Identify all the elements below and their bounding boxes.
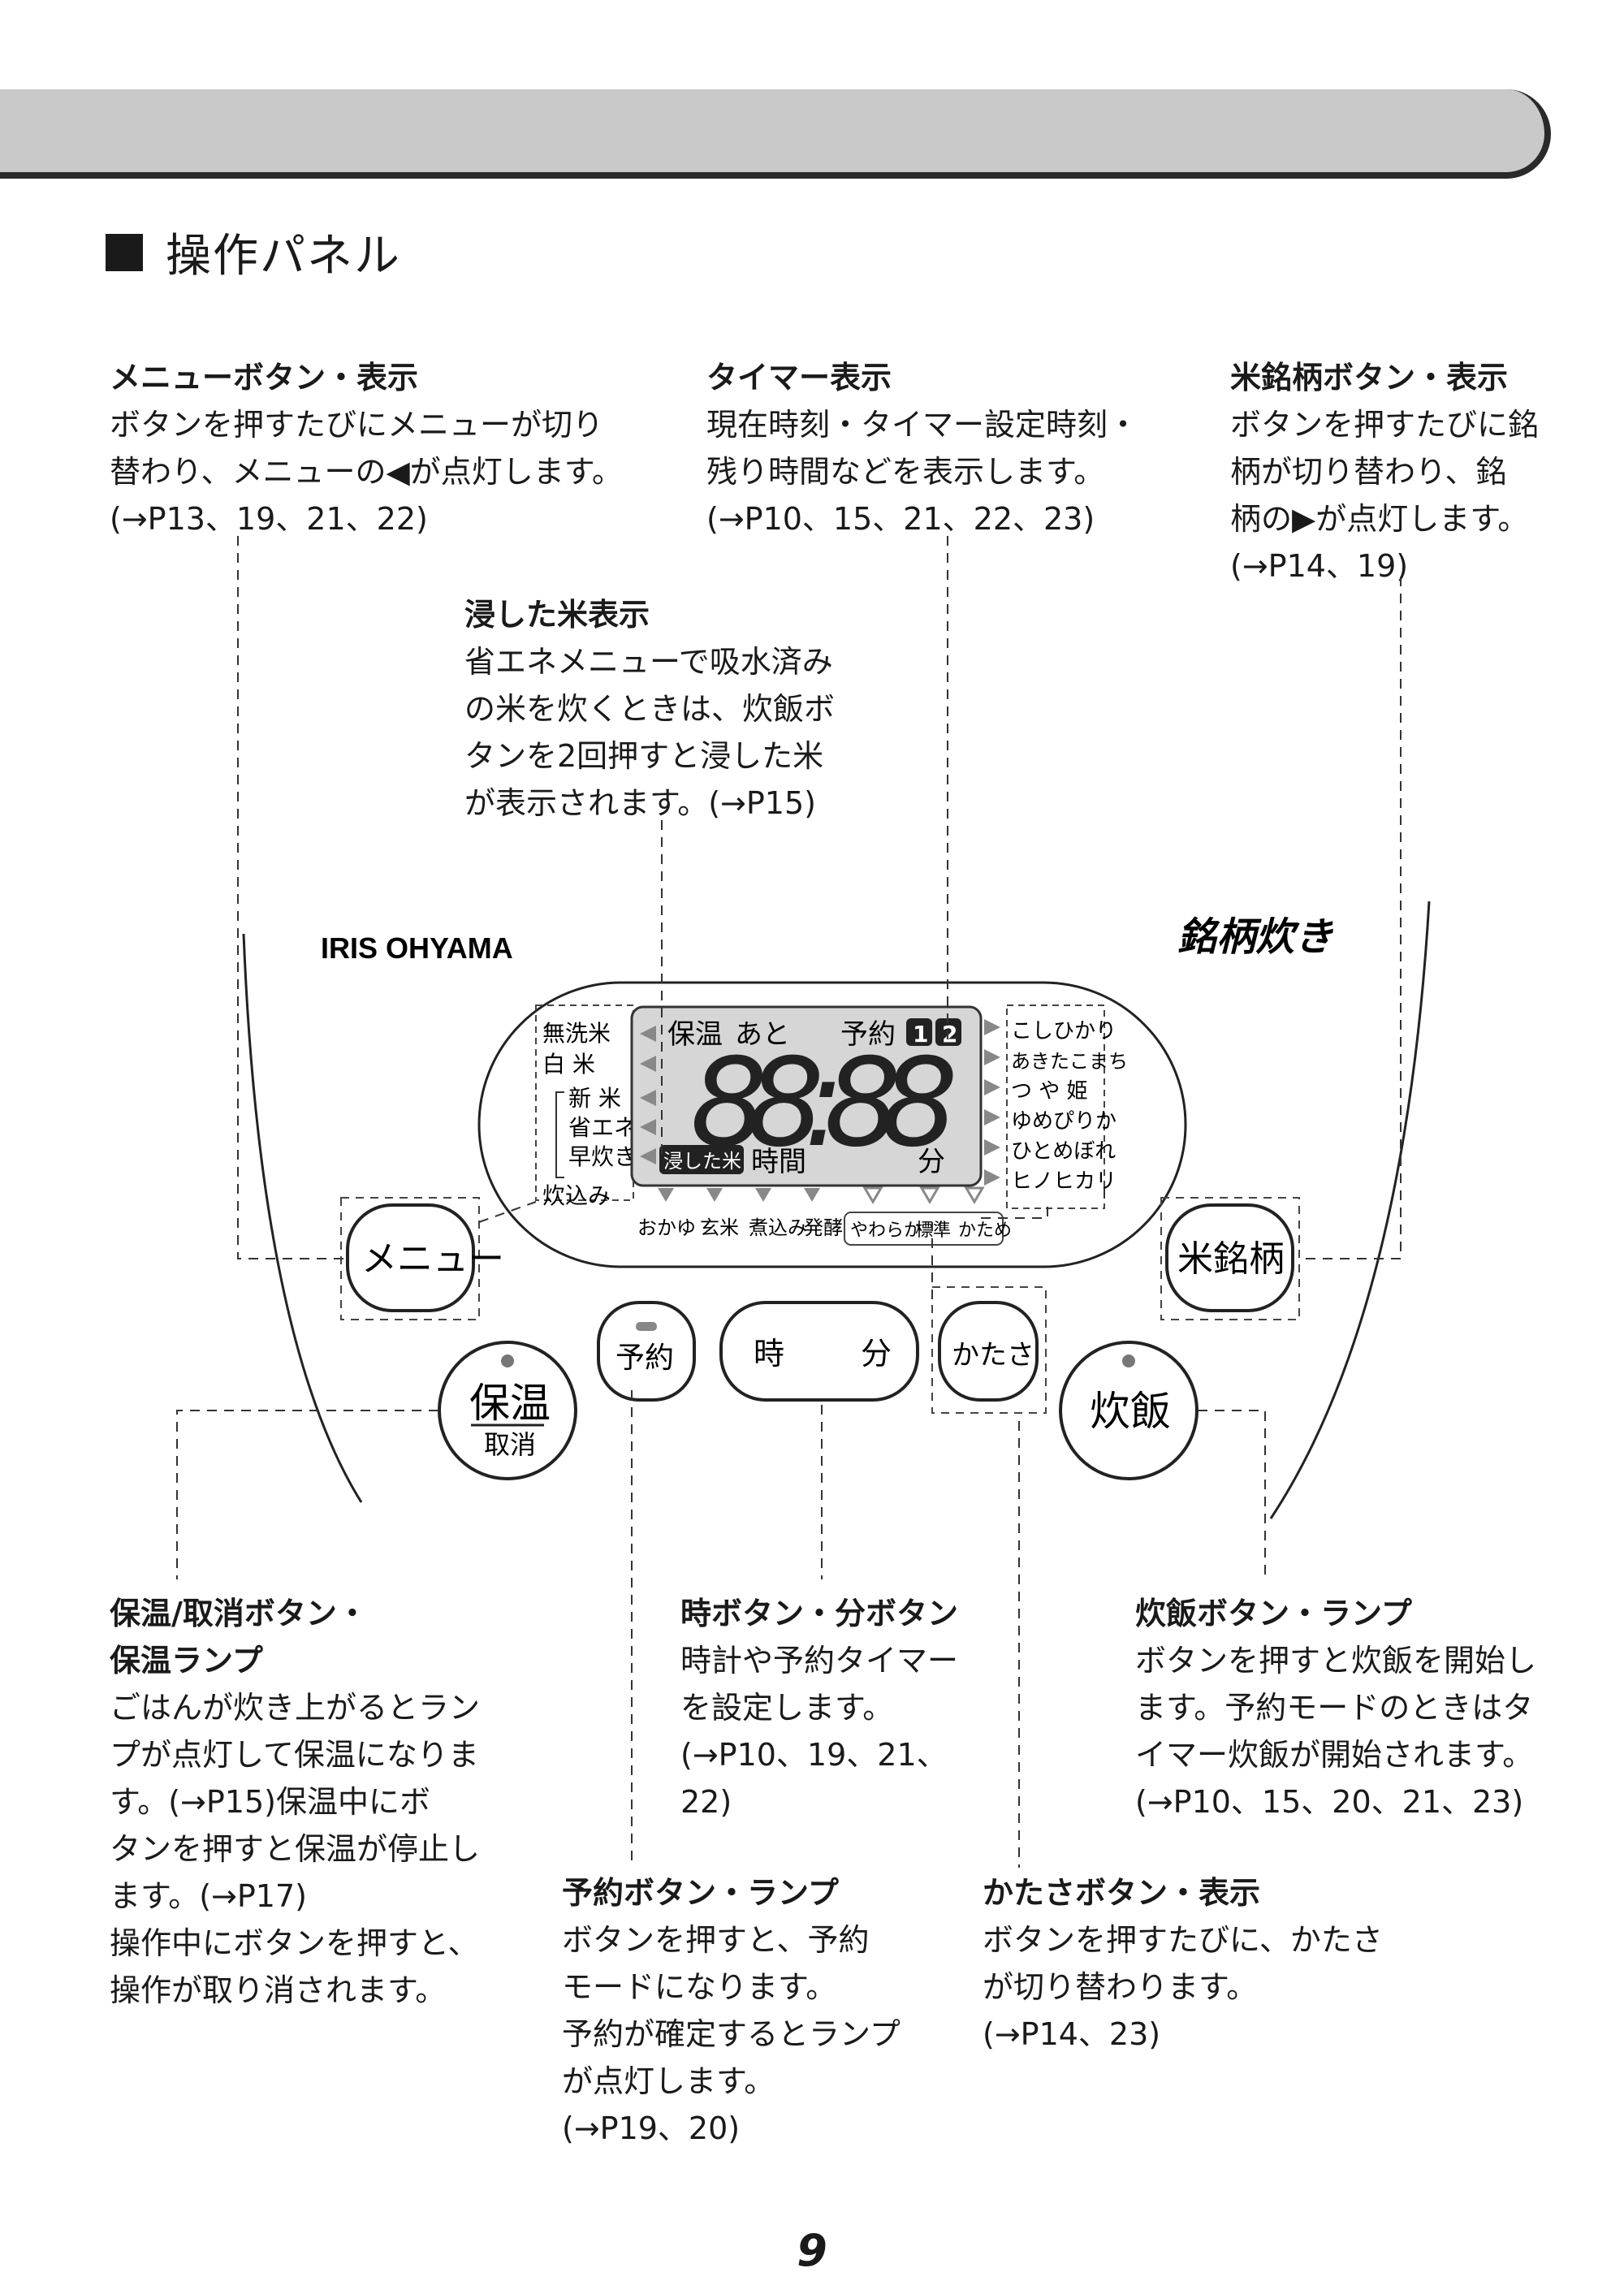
menu-item: 早炊き xyxy=(568,1143,637,1170)
brand-list-frame xyxy=(1006,1004,1105,1209)
brand-item: つ や 姫 xyxy=(1011,1079,1088,1104)
firmness-label-frame xyxy=(844,1212,1004,1246)
keep-warm-label: 保温 xyxy=(469,1380,551,1427)
minute-button-label: 分 xyxy=(861,1336,892,1372)
menu-item: 省エネ xyxy=(568,1114,637,1141)
brand-indicator-arrows xyxy=(984,1019,1000,1186)
hour-minute-button[interactable]: 時 分 xyxy=(719,1301,919,1402)
callout-menu: メニューボタン・表示 ボタンを押すたびにメニューが切り 替わり、メニューの◀が点… xyxy=(110,360,623,537)
menu-button[interactable]: メニュー xyxy=(346,1203,504,1312)
cook-button-label: 炊飯 xyxy=(1090,1388,1171,1435)
hour-button-label: 時 xyxy=(754,1336,784,1372)
maker-logo: IRIS OHYAMA xyxy=(321,931,513,965)
reserve-button[interactable]: 予約 xyxy=(597,1301,696,1402)
lcd-soaked-label: 浸した米 xyxy=(663,1150,741,1173)
section-title: 操作パネル xyxy=(106,219,401,285)
bottom-menu-item: 煮込み xyxy=(749,1216,807,1239)
firmness-button[interactable]: かたさ xyxy=(938,1301,1039,1402)
cooker-outline-left xyxy=(242,933,363,1503)
menu-indicator-arrows xyxy=(640,1026,656,1164)
lcd-remain-label: あと xyxy=(735,1018,790,1051)
keep-warm-button[interactable]: 保温 取消 xyxy=(438,1341,577,1480)
callout-brand: 米銘柄ボタン・表示 ボタンを押すたびに銘 柄が切り替わり、銘 柄の▶が点灯します… xyxy=(1230,360,1540,584)
brand-button-label: 米銘柄 xyxy=(1177,1238,1285,1280)
keep-warm-lamp xyxy=(501,1354,514,1367)
brand-cooking-logo: 銘柄炊き xyxy=(1177,914,1333,960)
bottom-menu-item: 玄米 xyxy=(700,1216,739,1239)
firmness-button-frame xyxy=(931,1286,1047,1414)
lcd-reserve-1-badge xyxy=(906,1018,932,1046)
lcd-reserve-label: 予約 xyxy=(840,1018,896,1051)
brand-item: ゆめぴりか xyxy=(1011,1109,1116,1134)
lcd-minutes-label: 分 xyxy=(918,1146,945,1178)
callout-firmness: かたさボタン・表示 ボタンを押すたびに、かたさ が切り替わります。 (→P14、… xyxy=(983,1875,1383,2052)
brand-item: あきたこまち xyxy=(1011,1050,1128,1073)
square-bullet-icon xyxy=(106,233,143,271)
lcd-reserve-1: 1 xyxy=(913,1021,928,1048)
menu-button-label: メニュー xyxy=(361,1238,504,1280)
cancel-label: 取消 xyxy=(484,1429,536,1460)
cook-lamp xyxy=(1122,1354,1135,1367)
brand-button-frame xyxy=(1160,1197,1300,1320)
brand-item: ヒノヒカリ xyxy=(1011,1169,1116,1194)
callout-time: 時ボタン・分ボタン 時計や予約タイマー を設定します。 (→P10、19、21、… xyxy=(680,1596,959,1820)
lcd-soaked-badge xyxy=(659,1145,744,1174)
brand-item: ひとめぼれ xyxy=(1011,1139,1116,1164)
firmness-button-label: かたさ xyxy=(952,1339,1034,1372)
reserve-lamp xyxy=(636,1322,657,1331)
callout-keepwarm: 保温/取消ボタン・ 保温ランプ ごはんが炊き上がるとラン プが点灯して保温になり… xyxy=(110,1596,481,2008)
cook-button[interactable]: 炊飯 xyxy=(1059,1341,1199,1480)
brand-button[interactable]: 米銘柄 xyxy=(1165,1203,1294,1312)
lcd-reserve-2: 2 xyxy=(942,1021,957,1048)
menu-item: 炊込み xyxy=(542,1182,611,1209)
firmness-option: かため xyxy=(958,1220,1012,1241)
callout-reserve: 予約ボタン・ランプ ボタンを押すと、予約 モードになります。 予約が確定するとラ… xyxy=(562,1875,901,2146)
lcd-keep-label: 保温 xyxy=(667,1018,723,1051)
menu-item: 新 米 xyxy=(568,1085,621,1112)
cooker-outline-right xyxy=(1269,901,1431,1519)
bottom-menu-item: 発酵 xyxy=(804,1216,843,1239)
callout-soaked: 浸した米表示 省エネメニューで吸水済み の米を炊くときは、炊飯ボ タンを2回押す… xyxy=(464,597,836,821)
page-number: 9 xyxy=(797,2225,827,2276)
firmness-arrows xyxy=(862,1186,985,1204)
callout-timer: タイマー表示 現在時刻・タイマー設定時刻・ 残り時間などを表示します。 (→P1… xyxy=(706,360,1139,537)
reserve-button-label: 予約 xyxy=(615,1341,674,1375)
menu-item: 無洗米 xyxy=(542,1020,611,1047)
header-band xyxy=(0,89,1551,179)
firmness-option: 標準 xyxy=(915,1220,951,1241)
menu-item: 白 米 xyxy=(542,1051,595,1078)
subgroup-bracket xyxy=(555,1091,564,1178)
bottom-menu-arrows xyxy=(658,1188,820,1202)
firmness-option: やわらか xyxy=(850,1220,922,1241)
leader-lines xyxy=(176,536,1402,1868)
lcd-display xyxy=(630,1005,983,1187)
lcd-hours-label: 時間 xyxy=(751,1146,806,1178)
callout-cook: 炊飯ボタン・ランプ ボタンを押すと炊飯を開始し ます。予約モードのときはタ イマ… xyxy=(1135,1596,1537,1820)
brand-item: こしひかり xyxy=(1011,1019,1116,1043)
bottom-menu-item: おかゆ xyxy=(637,1216,696,1239)
